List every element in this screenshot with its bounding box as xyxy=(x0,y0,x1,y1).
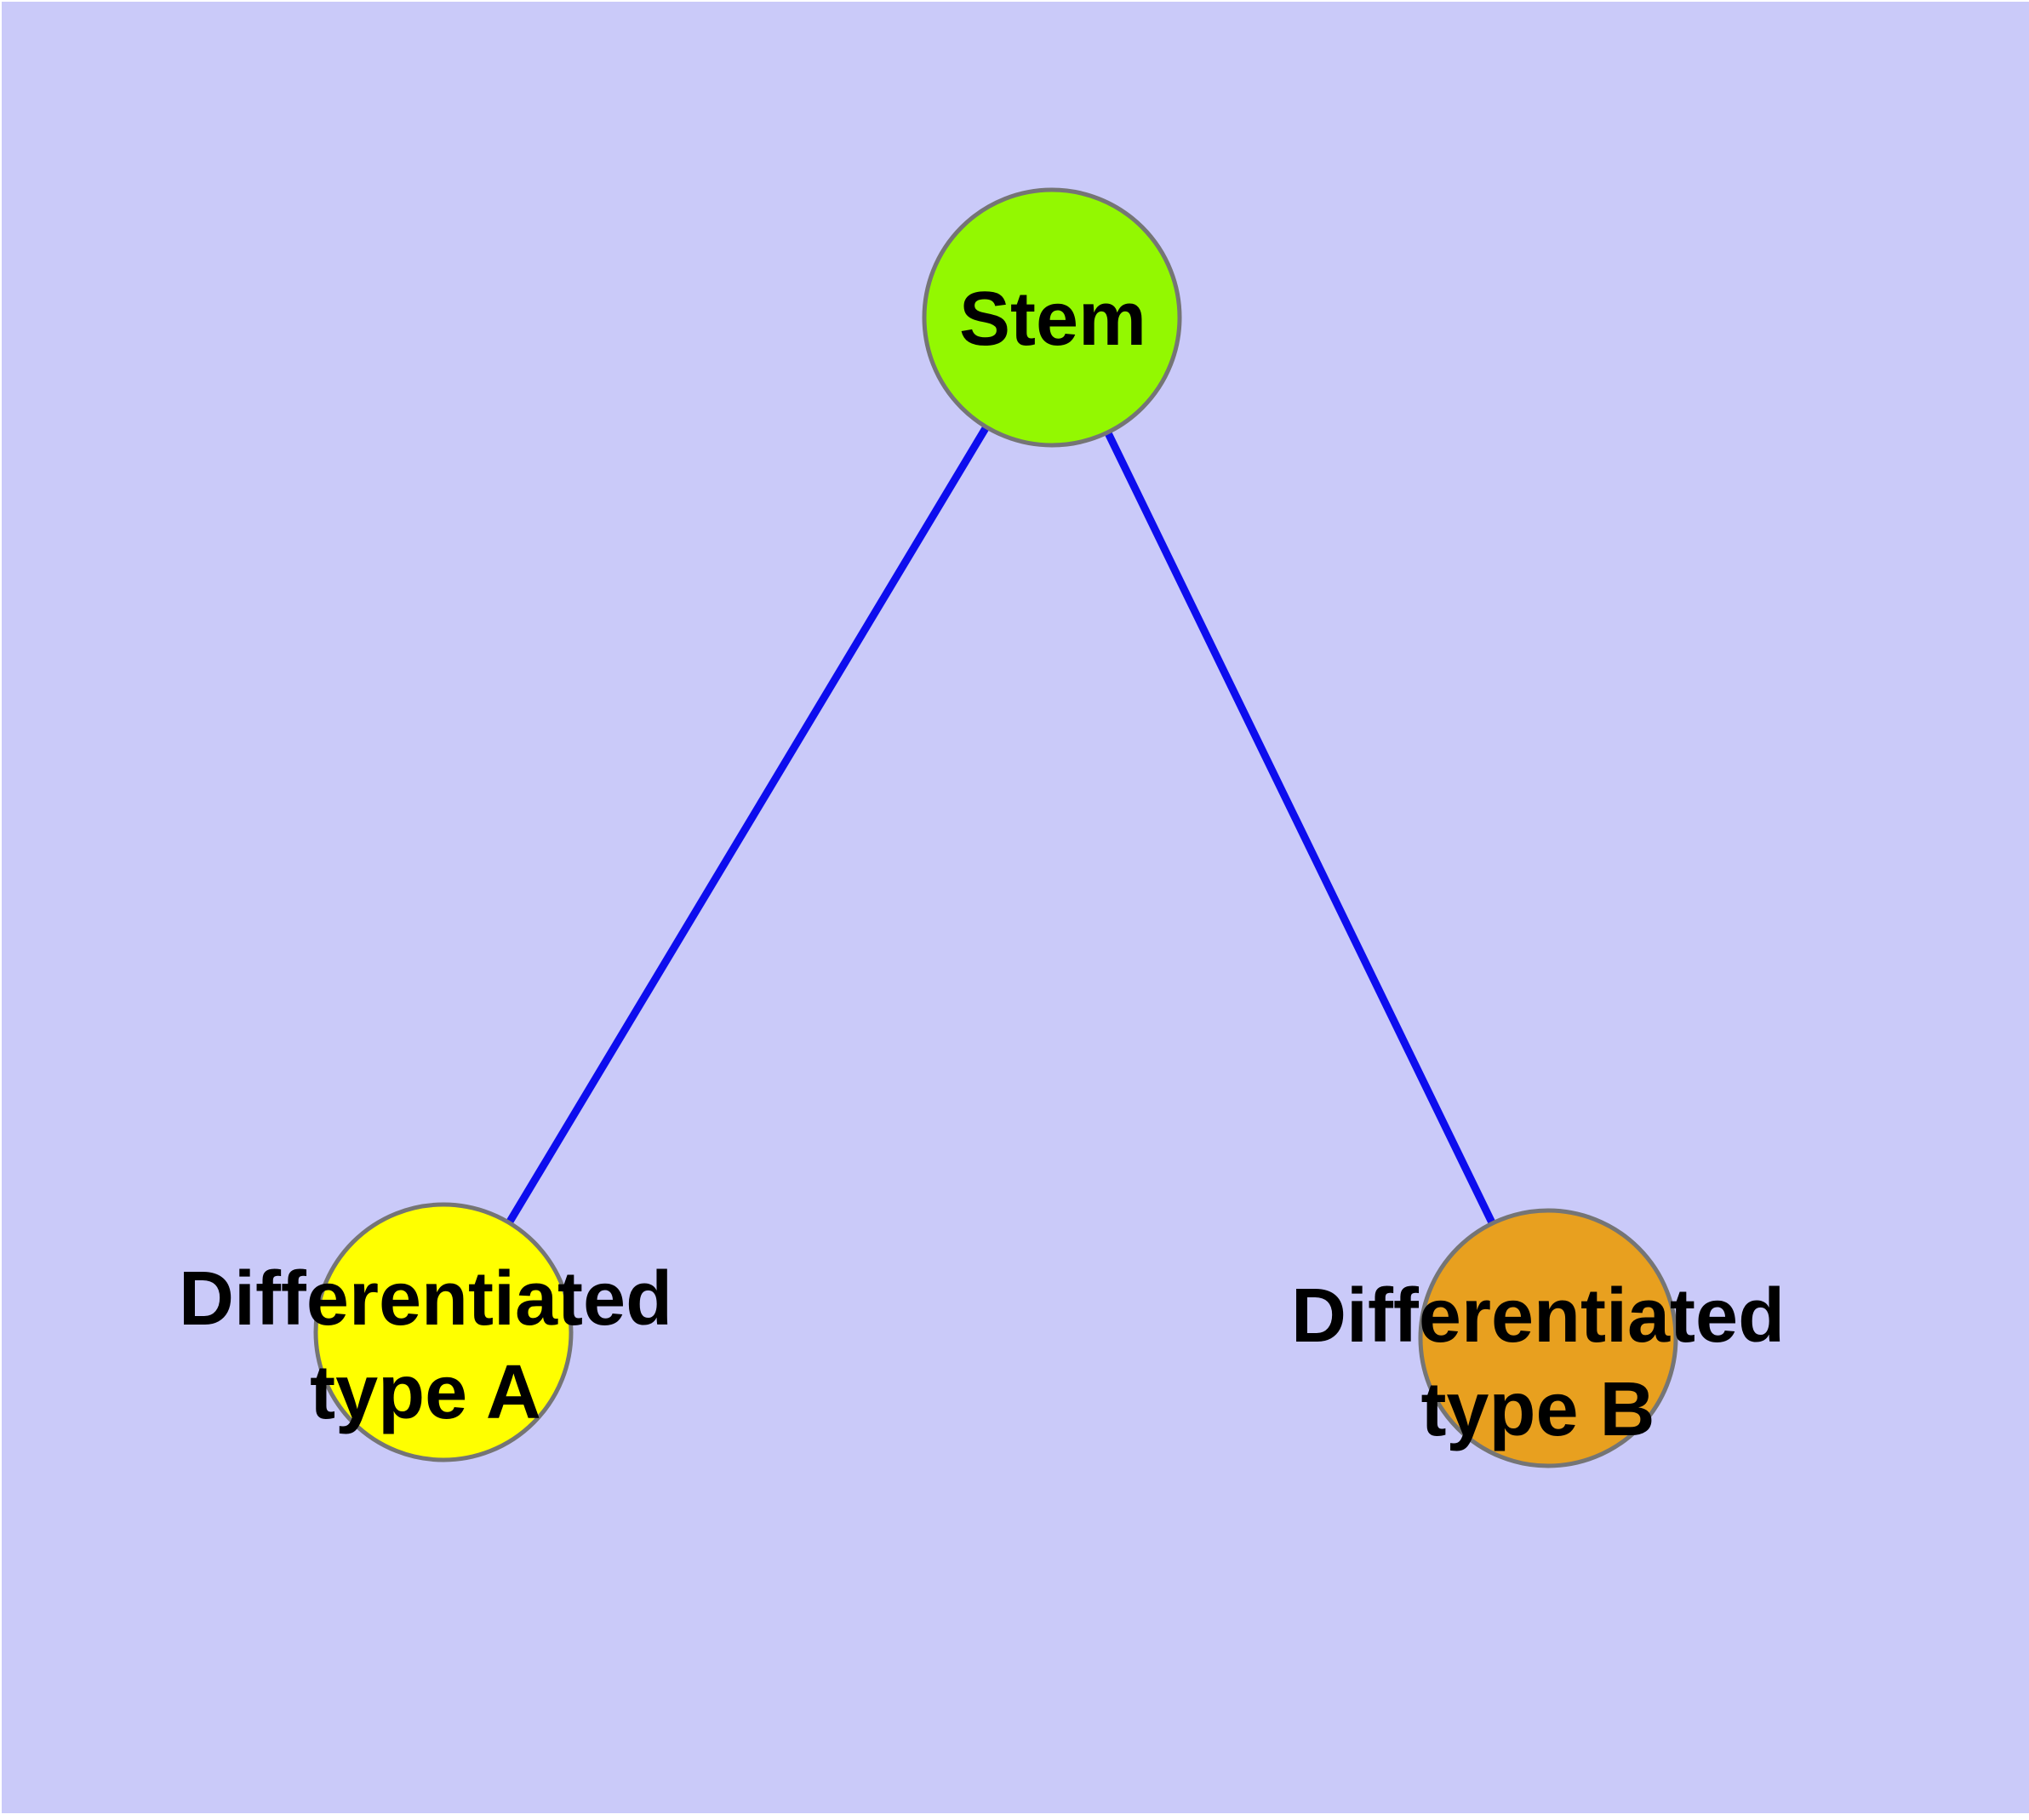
edge-stem-diff-b xyxy=(1048,316,1552,1340)
node-diff-a xyxy=(313,1202,574,1462)
node-stem xyxy=(922,187,1182,448)
edge-stem-diff-a xyxy=(440,315,1055,1335)
node-diff-b xyxy=(1418,1208,1678,1468)
